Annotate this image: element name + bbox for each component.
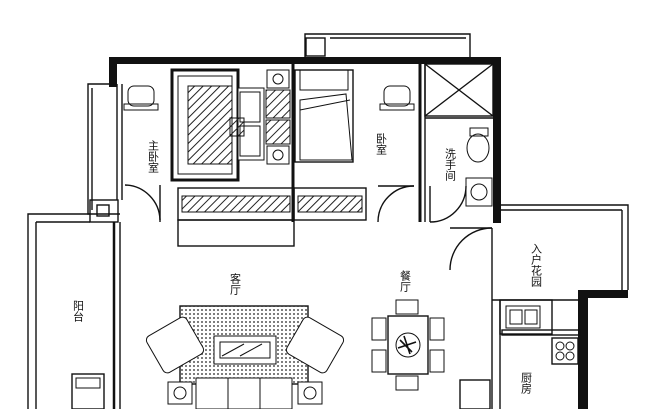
dining-furniture xyxy=(371,299,445,391)
wardrobe xyxy=(181,195,363,213)
room-label-entry-garden-1: 入户花园 xyxy=(530,243,543,288)
master-bedroom-furniture xyxy=(123,68,291,182)
room-label-living-room: 客厅 xyxy=(229,272,242,295)
balcony-washer xyxy=(71,373,105,409)
exterior-walls xyxy=(109,57,628,409)
room-label-dining-room: 餐厅 xyxy=(399,269,412,292)
room-label-balcony: 阳台 xyxy=(72,300,85,322)
room-label-master-bedroom: 主卧室 xyxy=(147,140,160,173)
kitchen-fixtures xyxy=(505,305,575,361)
living-room-furniture xyxy=(145,305,345,409)
interior-walls xyxy=(27,33,629,409)
washroom-fixtures xyxy=(465,127,493,207)
room-label-bedroom: 卧室 xyxy=(375,133,388,155)
bedroom-furniture xyxy=(294,69,415,163)
room-label-washroom: 洗手间 xyxy=(444,148,457,182)
room-label-kitchen: 厨房 xyxy=(520,372,533,395)
